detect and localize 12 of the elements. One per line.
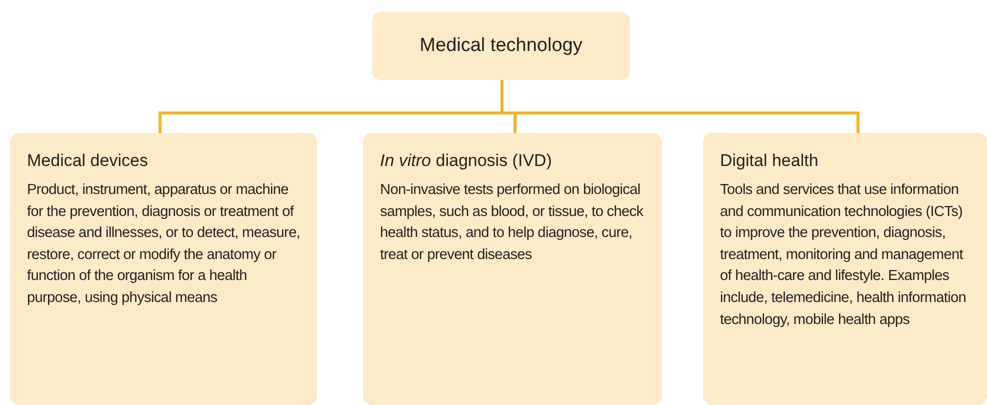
category-box bbox=[10, 133, 317, 405]
heading: Medical technology bbox=[420, 35, 582, 57]
heading: In vitro diagnosis (IVD) bbox=[380, 151, 553, 171]
category-box bbox=[703, 133, 987, 405]
category-box bbox=[363, 133, 662, 405]
heading: Medical devices bbox=[27, 151, 149, 171]
connector-line bbox=[500, 80, 860, 133]
root-box bbox=[372, 12, 630, 80]
description: Product, instrument, apparatus or machine for the prevention, diagnosis or treatment of disease and illnesses, or to detect, measure, restore, correct or modify the anatomy or function of the organism for a health purpose, using physical means bbox=[27, 181, 302, 308]
description: Tools and services that use information and communication technologies (ICTs) to improve the prevention, diagnosis, treatment, monitoring and management of health-care and lifestyle. Examples include, telemedicine, health information technology, mobile health apps bbox=[720, 181, 968, 330]
heading: Digital health bbox=[720, 151, 820, 171]
description: Non-invasive tests performed on biological samples, such as blood, or tissue, to check health status, and to help diagnose, cure, treat or prevent diseases bbox=[380, 181, 644, 265]
